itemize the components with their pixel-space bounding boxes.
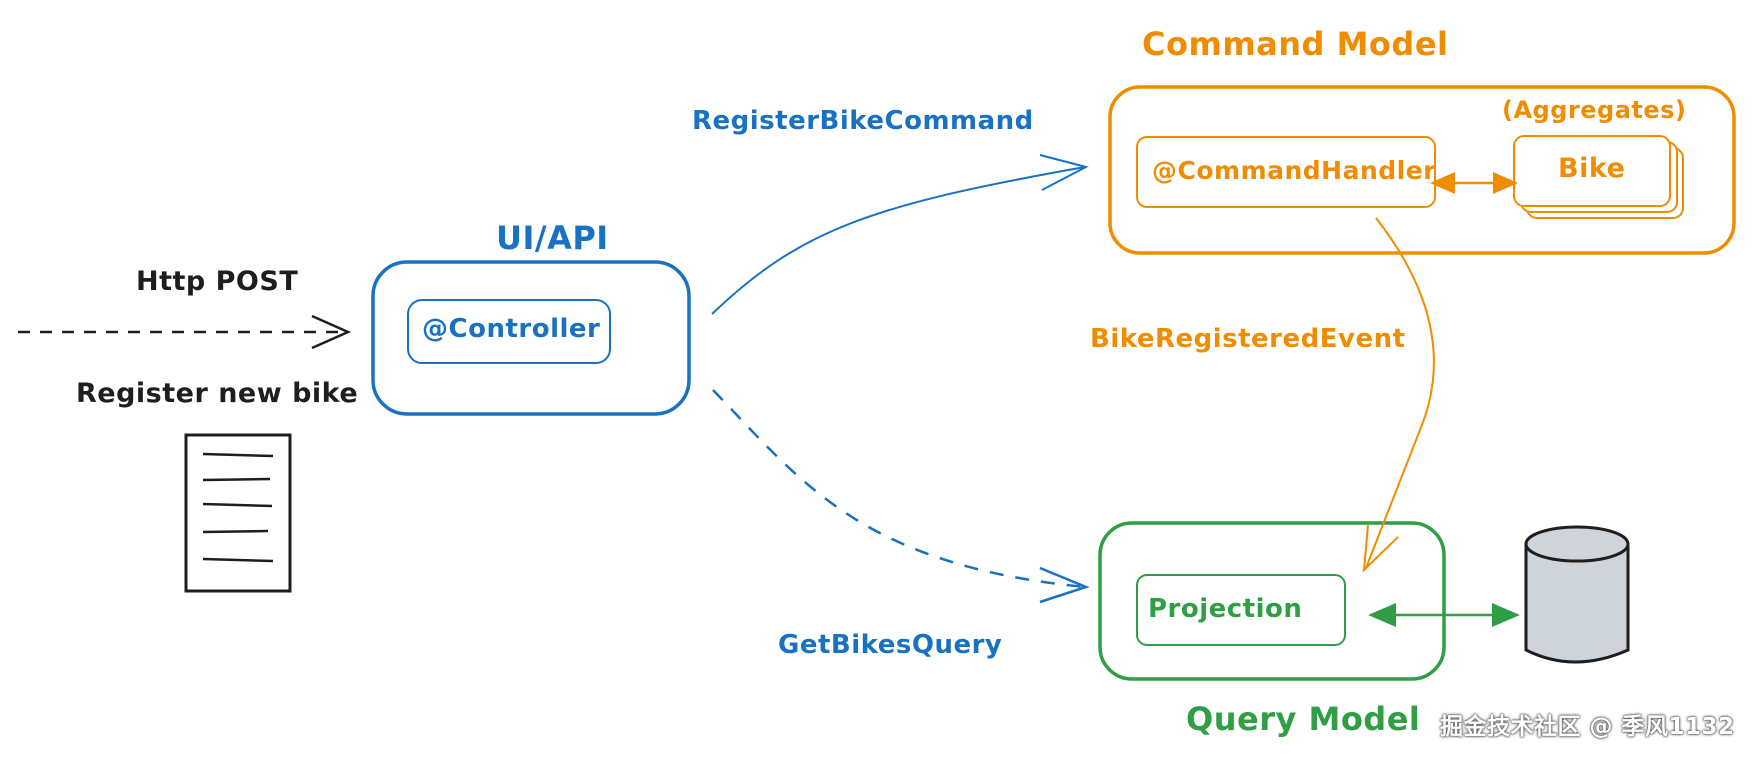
bike-registered-event-label: BikeRegisteredEvent: [1090, 324, 1406, 354]
ui-api-box: [371, 260, 691, 416]
watermark: 掘金技术社区 @ 季风1132: [1440, 714, 1735, 740]
command-flow-arrow: [711, 154, 1089, 315]
get-bikes-query-label: GetBikesQuery: [778, 630, 1003, 660]
projection-database-arrow: [1368, 603, 1520, 627]
database-icon: [1524, 525, 1630, 664]
command-handler-label: @CommandHandler: [1152, 156, 1437, 185]
query-model-box: [1098, 521, 1446, 681]
http-post-label: Http POST: [136, 266, 299, 297]
document-icon: [184, 433, 292, 593]
handler-aggregate-arrow: [1430, 172, 1518, 194]
event-flow-arrow: [1362, 217, 1435, 573]
query-flow-arrow: [712, 389, 1090, 604]
projection-label: Projection: [1148, 594, 1303, 624]
command-model-box: [1108, 85, 1736, 255]
controller-label: @Controller: [422, 314, 601, 344]
aggregates-label: (Aggregates): [1502, 96, 1687, 124]
query-model-title: Query Model: [1186, 700, 1421, 738]
register-bike-command-label: RegisterBikeCommand: [692, 106, 1034, 136]
command-model-title: Command Model: [1142, 25, 1449, 63]
bike-aggregate-label: Bike: [1558, 153, 1626, 184]
register-new-bike-label: Register new bike: [76, 378, 359, 409]
http-post-arrow: [18, 314, 352, 350]
ui-api-title: UI/API: [496, 219, 609, 257]
